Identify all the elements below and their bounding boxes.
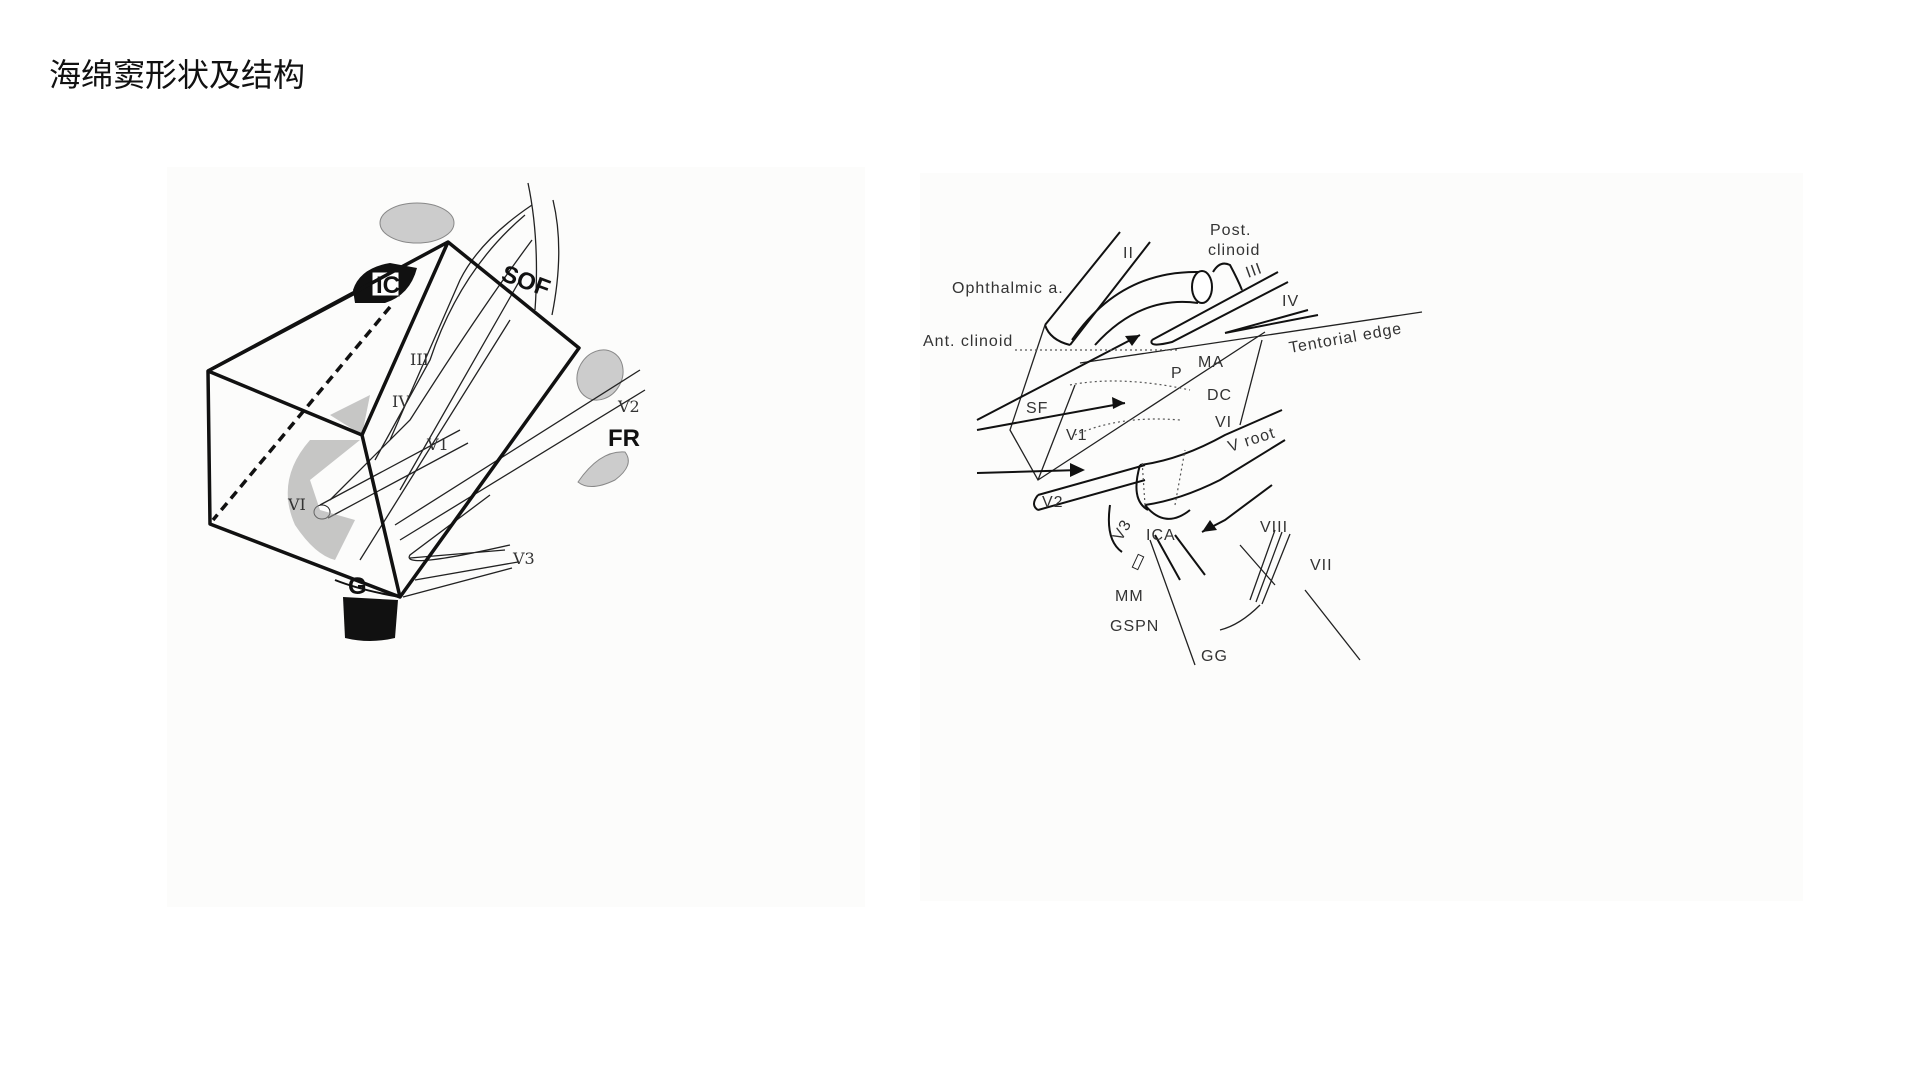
- tentorial-line: [1079, 311, 1423, 364]
- stippled-region: [287, 440, 360, 560]
- label-iv: IV: [392, 392, 410, 411]
- label-iv: IV: [1282, 293, 1299, 310]
- ica-lumen: [1191, 270, 1213, 304]
- label-viii: VIII: [1260, 519, 1288, 536]
- post-clinoid: [1212, 262, 1243, 291]
- label-v2: V2: [1042, 494, 1064, 511]
- sof-curve: [527, 182, 560, 316]
- v-root: [1033, 409, 1286, 511]
- ganglion: [334, 579, 401, 598]
- label-v3: V3: [1110, 517, 1136, 544]
- label-ma: MA: [1198, 354, 1224, 371]
- label-v1: V1: [1066, 427, 1088, 444]
- label-tentorial-edge: Tentorial edge: [1288, 320, 1404, 357]
- hidden-edge: [211, 305, 392, 522]
- arrow-heads: [1070, 335, 1217, 532]
- label-ica: ICA: [1146, 527, 1176, 544]
- label-vi: VI: [287, 495, 306, 514]
- ica-loop: [1071, 270, 1201, 346]
- label-ant-clinoid: Ant. clinoid: [923, 333, 1013, 350]
- label-post: Post.: [1210, 222, 1251, 239]
- label-ophthalmic: Ophthalmic a.: [952, 280, 1064, 297]
- label-ic: IC: [376, 272, 400, 299]
- label-vii: VII: [1310, 557, 1333, 574]
- label-dc: DC: [1207, 387, 1232, 404]
- label-iii: III: [1244, 260, 1265, 282]
- box-edges: [207, 241, 450, 598]
- label-sof: SOF: [498, 260, 554, 302]
- cavernous-sinus-surgical-diagram: Post. clinoid II Ophthalmic a. III IV An…: [920, 173, 1803, 901]
- nerve-iii: [1150, 271, 1289, 346]
- box-outline: [206, 240, 581, 599]
- cavernous-sinus-box-diagram: IC SOF III IV V1 VI G V3 V2 FR: [167, 167, 865, 907]
- label-v1: V1: [426, 435, 449, 454]
- label-gg: GG: [1201, 648, 1228, 665]
- lower-right-ellipse: [577, 451, 629, 487]
- label-ii: II: [1123, 245, 1134, 262]
- left-diagram-svg: IC SOF III IV V1 VI G V3 V2 FR: [206, 182, 646, 641]
- label-v3: V3: [512, 549, 535, 568]
- ica-segment: [1107, 504, 1206, 581]
- label-p: P: [1171, 365, 1183, 382]
- label-v2: V2: [617, 397, 640, 416]
- petrous-arrow: [1201, 484, 1273, 533]
- right-diagram-svg: Post. clinoid II Ophthalmic a. III IV An…: [923, 222, 1423, 666]
- slide-title: 海绵窦形状及结构: [49, 56, 306, 94]
- label-g: G: [348, 573, 367, 600]
- nerve-vii-viii: [1249, 529, 1291, 605]
- stippled-region-upper: [330, 395, 370, 435]
- label-fr: FR: [608, 425, 640, 452]
- sinus-frame: [1009, 324, 1266, 481]
- mm-vessel: [1131, 553, 1145, 571]
- label-sf: SF: [1026, 400, 1048, 417]
- petrous-outline: [1149, 539, 1361, 666]
- optic-nerve: [1044, 231, 1151, 346]
- label-gspn: GSPN: [1110, 618, 1159, 635]
- label-mm: MM: [1115, 588, 1144, 605]
- label-clinoid: clinoid: [1208, 242, 1260, 259]
- label-vi: VI: [1215, 414, 1232, 431]
- label-v-root: V root: [1226, 425, 1278, 456]
- nerve-iv: [1224, 309, 1319, 334]
- label-iii: III: [410, 350, 429, 369]
- dotted-paths: [1015, 349, 1191, 506]
- top-ellipse: [379, 202, 455, 244]
- vi-nerve: [319, 429, 469, 519]
- black-cylinder: [343, 597, 398, 641]
- arrows: [976, 334, 1141, 474]
